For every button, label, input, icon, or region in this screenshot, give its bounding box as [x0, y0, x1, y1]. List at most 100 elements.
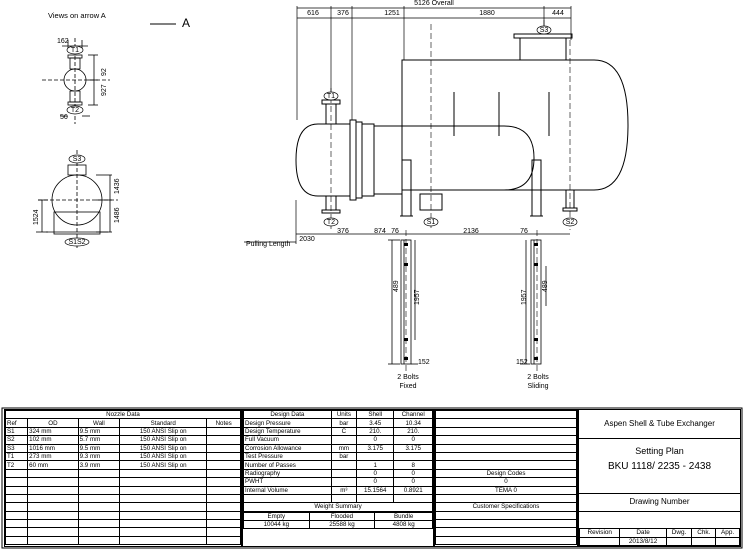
table-row-empty [243, 493, 433, 504]
cell: 324 mm [27, 426, 79, 437]
cell: Full Vacuum [243, 435, 332, 445]
tag-t1: T1 [71, 47, 79, 54]
cell: 9.5 mm [77, 426, 121, 437]
cell [206, 451, 241, 462]
dim-overall: 5126 Overall [414, 0, 454, 7]
table-row-empty [4, 519, 241, 529]
rev-header-revision: Revision [578, 528, 621, 538]
plan-block: Setting Plan BKU 1118/ 2235 - 2438 [579, 438, 740, 494]
cell: m³ [330, 485, 358, 495]
customer-specifications-label: Customer Specifications [435, 502, 577, 512]
cell: bar [330, 451, 358, 462]
weight-flooded-value: 25588 kg [308, 520, 376, 530]
dim-saddle-152a: 152 [418, 359, 430, 366]
support-sliding-label-2: Sliding [527, 383, 548, 390]
cell: Design Temperature [243, 426, 332, 437]
dim-saddle-489b: 489 [542, 280, 549, 292]
cell [206, 426, 241, 437]
centerlines [330, 20, 571, 372]
cell: 1016 mm [27, 443, 79, 453]
dim-saddle-1957b: 1957 [521, 289, 528, 305]
rev-header-app: App. [715, 528, 740, 538]
cell [330, 468, 358, 479]
cell: 273 mm [27, 451, 79, 462]
cell [330, 460, 358, 470]
cell: 8 [393, 460, 433, 470]
weight-header-empty: Empty [243, 511, 310, 522]
cell: mm [330, 443, 358, 453]
nozzle-data-panel: Nozzle Data Ref OD Wall Standard Notes S… [4, 409, 242, 547]
weight-empty-value: 10044 kg [243, 520, 310, 530]
cell: 150 ANSI Slip on [119, 426, 208, 437]
drawing-number-label: Drawing Number [579, 493, 740, 512]
dim-927: 927 [101, 84, 108, 96]
cell: 150 ANSI Slip on [119, 435, 208, 445]
cell [330, 477, 358, 487]
cell [330, 435, 358, 445]
dim-top-616: 616 [307, 10, 319, 17]
cell: Corrosion Allowance [243, 443, 332, 453]
dimension-lines-top [296, 6, 572, 120]
dim-92: 92 [101, 68, 108, 76]
cell: 1 [355, 460, 395, 470]
support-fixed-label-2: Fixed [399, 383, 416, 390]
plan-title: Setting Plan [635, 446, 684, 456]
table-row-empty [4, 502, 241, 512]
weight-bundle-value: 4808 kg [374, 520, 433, 530]
view-a-side [42, 38, 110, 124]
dim-top-376: 376 [337, 10, 349, 17]
dim-bot-376: 376 [337, 228, 349, 235]
cell: 3.45 [355, 418, 395, 428]
cell [355, 451, 395, 462]
dim-1486: 1486 [114, 207, 121, 223]
cell: S1 [4, 426, 29, 437]
rev-header-chk: Chk. [691, 528, 717, 538]
weight-header-bundle: Bundle [374, 511, 433, 522]
dim-bot-874: 874 [374, 228, 386, 235]
design-data-table: Design Data Units Shell Channel Design P… [243, 409, 433, 512]
cell [393, 451, 433, 462]
cell [206, 443, 241, 453]
model-number: BKU 1118/ 2235 - 2438 [607, 461, 712, 472]
table-row-empty [4, 493, 241, 504]
dim-56: 56 [60, 114, 68, 121]
dim-saddle-489a: 489 [393, 280, 400, 292]
tag-s3-end: S3 [73, 156, 82, 163]
table-row-empty [4, 468, 241, 479]
cell: Number of Passes [243, 460, 332, 470]
cell: 60 mm [27, 460, 79, 470]
dim-1524: 1524 [33, 209, 40, 225]
dim-top-1251: 1251 [384, 10, 400, 17]
tag-s2-main: S2 [566, 219, 575, 226]
cell: 150 ANSI Slip on [119, 443, 208, 453]
cell: 0 [393, 435, 433, 445]
cell: 0 [393, 477, 433, 487]
cell: 150 ANSI Slip on [119, 451, 208, 462]
cell: 0.8921 [393, 485, 433, 495]
design-header-shell: Shell [355, 409, 395, 420]
table-row-empty [4, 485, 241, 495]
weight-summary-title: Weight Summary [243, 502, 433, 512]
design-data-panel: Design Data Units Shell Channel Design P… [242, 409, 434, 547]
cell: T2 [4, 460, 29, 470]
weight-summary-table: Empty Flooded Bundle 10044 kg 25588 kg 4… [243, 511, 433, 530]
cell: 0 [393, 468, 433, 479]
cell: 5.7 mm [77, 435, 121, 445]
dim-162: 162 [57, 38, 69, 45]
view-label: Views on arrow A [48, 11, 106, 20]
dim-bot-76a: 76 [391, 228, 399, 235]
cell: 3.175 [355, 443, 395, 453]
table-row-empty [4, 477, 241, 487]
cell: T1 [4, 451, 29, 462]
cell: 210. [355, 426, 395, 437]
revision-table: Revision Date Dwg. Chk. App. 2013/8/12 [578, 528, 740, 547]
